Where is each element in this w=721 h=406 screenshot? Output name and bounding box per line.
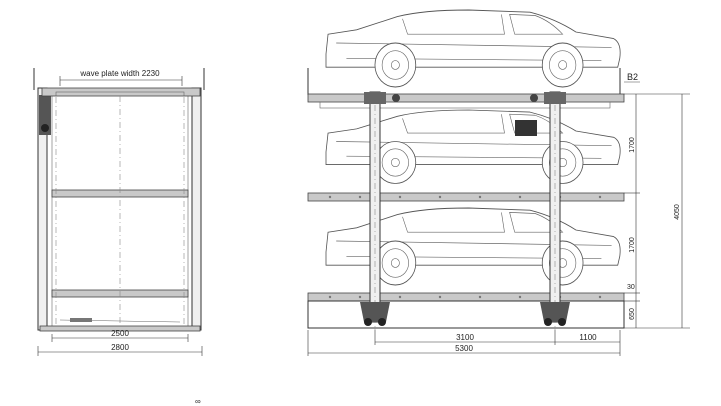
dim-overhang-text: 1100 [579,333,597,342]
dim-level2-text: 1700 [629,237,636,253]
dim-total-height-text: 4050 [674,204,681,220]
front-view: wave plate width 2230 2500 [33,68,205,356]
front-base-beam [39,325,201,332]
dim-gap-text: 30 [627,284,635,291]
wave-plate-label: wave plate width 2230 [79,69,160,78]
dim-pit-text: 650 [629,308,636,320]
dim-outer-text: 2800 [111,343,129,352]
dim-inner-text: 2500 [111,329,129,338]
dim-level1-text: 1700 [629,137,636,153]
motor-unit-icon [515,120,537,136]
dim-total-length-text: 5300 [455,344,473,353]
footer-mark: ∞ [195,397,201,406]
front-right-post [191,87,202,331]
right-post-head [544,92,566,104]
car-top [325,9,621,88]
drive-motor-icon [39,95,51,135]
right-post-base [540,302,570,322]
left-post-base [360,302,390,322]
dim-post-spacing-text: 3100 [456,333,474,342]
left-post-head [364,92,386,104]
side-bottom-platform [307,292,625,302]
side-middle-platform [307,192,625,202]
pit-outline [307,300,625,329]
side-view: B2 1700 1700 30 650 4050 3100 1100 5300 [307,9,690,356]
level-tag-b2: B2 [627,72,638,82]
side-top-platform [307,93,625,103]
